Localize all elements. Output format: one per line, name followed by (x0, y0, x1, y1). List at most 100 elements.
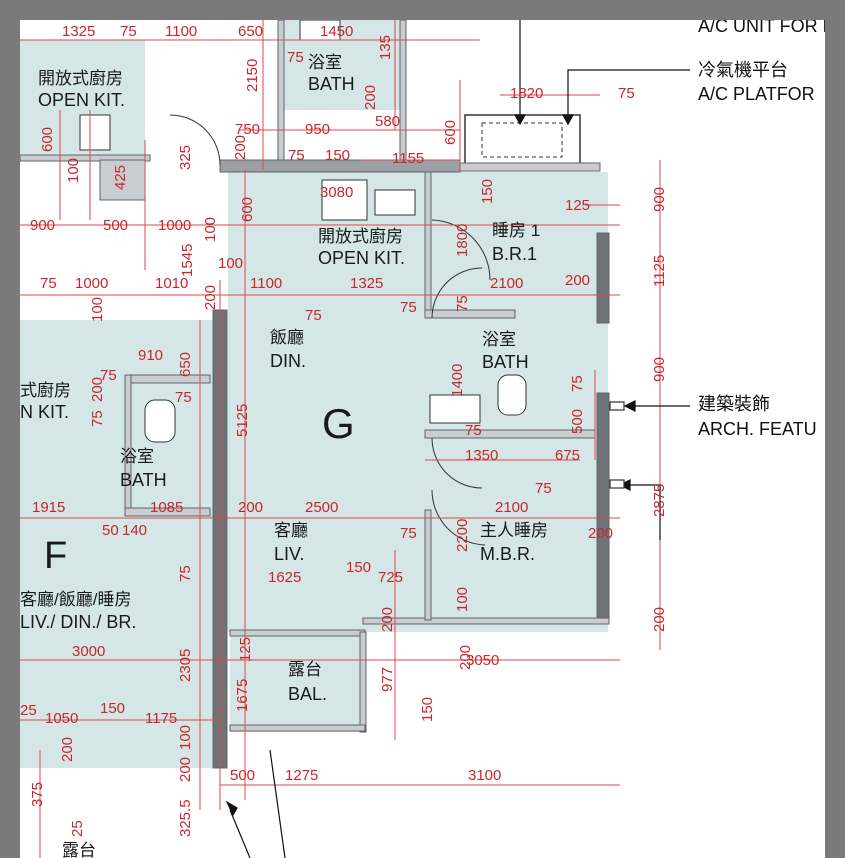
dimension-label: 500 (230, 767, 255, 784)
dimension-label: 1400 (449, 364, 466, 397)
dimension-label: 75 (175, 389, 192, 406)
fixtures (79, 20, 527, 546)
room-label-en: OPEN KIT. (318, 248, 405, 268)
dimension-label: 75 (120, 23, 137, 40)
dimension-label: 200 (202, 285, 219, 310)
dimension-label: 1000 (75, 275, 108, 292)
wall-bath-top (424, 309, 516, 319)
dimension-label: 200 (588, 525, 613, 542)
dimension-label: 75 (177, 565, 194, 582)
unit-g-balcony-fill (230, 632, 362, 732)
room-label-en: B.R.1 (492, 244, 537, 264)
dimension-label: 75 (535, 480, 552, 497)
unit-label-f: F (44, 535, 67, 577)
dimension-label: 150 (419, 697, 436, 722)
dimension-label: 3080 (320, 184, 353, 201)
dimension-label: 900 (651, 187, 668, 212)
dimension-labels: 1325 75 1100 650 75 1450 135 2150 200 18… (20, 23, 668, 837)
dimension-label: 75 (454, 295, 471, 312)
dimension-label: 2875 (651, 484, 668, 517)
dimension-label: 75 (287, 49, 304, 66)
unit-f-fill (20, 320, 220, 768)
annotations: A/C UNIT FOR F 冷氣機平台 A/C PLATFOR 建築裝飾 AR… (698, 20, 825, 439)
annotation-ac-platform-zh: 冷氣機平台 (698, 60, 788, 80)
room-fills (20, 20, 608, 768)
room-label-zh: 開放式廚房 (318, 226, 403, 246)
room-label-en: OPEN KIT. (38, 90, 125, 110)
annotation-arch-feature-en: ARCH. FEATU (698, 419, 817, 439)
dimension-label: 725 (378, 569, 403, 586)
room-label-en: M.B.R. (480, 544, 535, 564)
dimension-label: 200 (379, 607, 396, 632)
dimension-label: 650 (238, 23, 263, 40)
dimension-label: 1675 (234, 679, 251, 712)
dimension-label: 950 (305, 121, 330, 138)
dimension-label: 3100 (468, 767, 501, 784)
room-label-zh: 浴室 (120, 447, 154, 466)
room-label-en: BATH (482, 352, 529, 372)
dimension-label: 75 (89, 410, 106, 427)
dimension-label: 1275 (285, 767, 318, 784)
dimension-label: 1175 (145, 710, 177, 727)
dimension-label: 900 (651, 357, 668, 382)
dimension-label: 200 (565, 272, 590, 289)
room-label-en: LIV. (274, 544, 304, 564)
arch-feature-bracket (609, 479, 625, 489)
unit-g-main-fill (228, 172, 608, 632)
dimension-label: 150 (479, 179, 496, 204)
dimension-label: 200 (362, 85, 379, 110)
arch-feature-bracket (609, 401, 625, 411)
dimension-lines (20, 20, 661, 858)
ac-unit-box (481, 122, 563, 158)
dimension-label: 75 (100, 367, 117, 384)
dimension-label: 1155 (392, 150, 424, 167)
dimension-label: 1915 (32, 499, 65, 516)
dimension-label: 150 (325, 147, 350, 164)
room-label-zh: 露台 (62, 841, 96, 858)
room-label-en: BATH (120, 470, 167, 490)
room-label-en: BATH (308, 74, 355, 94)
floor-plan-drawing: 1325 75 1100 650 75 1450 135 2150 200 18… (20, 20, 825, 858)
dimension-label: 1325 (350, 275, 383, 292)
annotation-arch-feature-zh: 建築裝飾 (698, 394, 770, 414)
wall-top-kit2 (99, 159, 146, 201)
dimension-label: 5125 (234, 404, 251, 437)
dimension-label: 135 (377, 35, 394, 60)
wall-top-bath2 (399, 20, 407, 161)
dimension-label: 2150 (244, 59, 261, 92)
dimension-label: 1100 (165, 23, 197, 40)
dimension-label: 600 (39, 127, 56, 152)
annotation-ac-unit: A/C UNIT FOR F (698, 20, 825, 36)
door-swing-icon (431, 219, 491, 281)
wall-top-right (459, 162, 601, 172)
dimension-label: 500 (103, 217, 128, 234)
dimension-label: 600 (442, 120, 459, 145)
dimension-label: 75 (40, 275, 57, 292)
dimension-label: 1545 (179, 244, 196, 277)
dimension-label: 750 (235, 121, 260, 138)
wall-f-bath3 (124, 507, 211, 517)
dimension-label: 900 (30, 217, 55, 234)
room-label-zh: 飯廳 (270, 328, 304, 347)
dimension-label: 1450 (320, 23, 353, 40)
dimension-label: 325.5 (177, 799, 194, 837)
toilet-icon (497, 374, 527, 416)
dimension-label: 100 (218, 255, 243, 272)
unit-label-g: G (322, 400, 355, 447)
dimension-label: 100 (65, 158, 82, 183)
dimension-label: 100 (177, 725, 194, 750)
dimension-label: 1010 (155, 275, 188, 292)
dimension-label: 375 (29, 782, 46, 807)
wall-f-bath2 (124, 374, 132, 516)
room-label-en: N KIT. (20, 402, 69, 422)
dimension-label: 1350 (465, 447, 498, 464)
dimension-label: 650 (177, 352, 194, 377)
dimension-label: 3000 (72, 643, 105, 660)
dimension-label: 1800 (454, 224, 471, 257)
leader-lines (225, 20, 690, 858)
door-swing-icon (431, 267, 483, 319)
dimension-label: 75 (465, 422, 482, 439)
wall-bottom-g (362, 617, 610, 625)
dimension-label: 150 (100, 700, 125, 717)
door-swing-icon (431, 437, 483, 489)
